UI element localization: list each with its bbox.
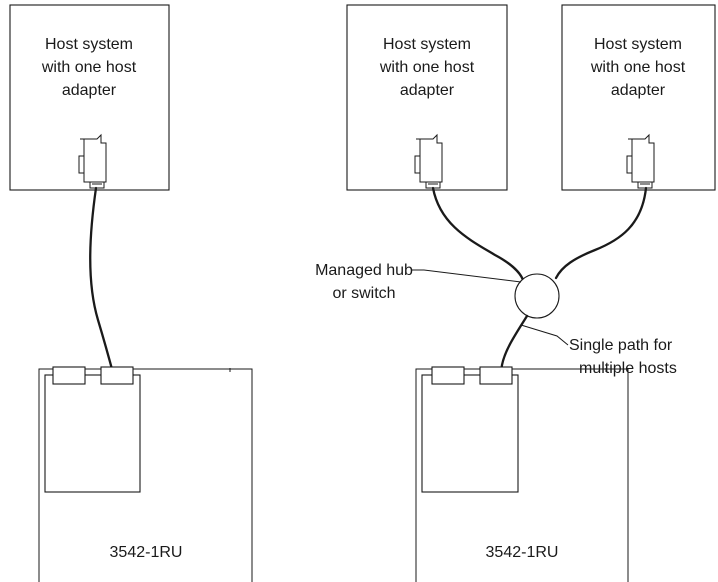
left-host-label-line-1: Host system: [45, 36, 133, 53]
right-host-2-box: [561, 4, 716, 191]
left-storage-port-2: [100, 366, 134, 385]
managed-hub-icon: [514, 273, 560, 319]
right-host-2-adapter-icon: [626, 133, 655, 189]
left-storage-outline: [38, 368, 253, 582]
right-storage-server: 3542-1RU: [415, 366, 629, 582]
right-storage-label: 3542-1RU: [486, 544, 559, 561]
right-host-2-label-line-1: Host system: [594, 36, 682, 53]
left-host-label-line-3: adapter: [62, 82, 117, 99]
left-host-adapter-icon: [78, 133, 107, 189]
managed-hub-leader-line: [411, 269, 522, 283]
left-controller-module: [44, 374, 141, 493]
right-host-1-label-line-3: adapter: [400, 82, 455, 99]
left-storage-label: 3542-1RU: [110, 544, 183, 561]
left-host-system: Host system with one host adapter: [9, 4, 170, 191]
right-controller-module: [421, 374, 519, 493]
right-host-1-cable: [431, 186, 525, 282]
right-host-2-label-line-3: adapter: [611, 82, 666, 99]
right-configuration: Host system with one host adapter Host s…: [315, 4, 716, 582]
single-path-leader-line: [520, 324, 569, 346]
right-storage-port-2: [479, 366, 513, 385]
right-storage-outline: [415, 368, 629, 582]
left-fibre-cable: [89, 186, 117, 382]
right-host-2-cable: [554, 186, 648, 280]
left-configuration: Host system with one host adapter 3542-1…: [9, 4, 253, 582]
managed-hub-label-line-2: or switch: [332, 285, 395, 302]
managed-hub-label-line-1: Managed hub: [315, 262, 413, 279]
right-storage-port-1: [431, 366, 465, 385]
right-host-2-label-line-2: with one host: [590, 59, 686, 76]
left-host-label-line-2: with one host: [41, 59, 137, 76]
right-host-1-label-line-2: with one host: [379, 59, 475, 76]
right-host-system-2: Host system with one host adapter: [561, 4, 716, 191]
right-host-system-1: Host system with one host adapter: [346, 4, 508, 191]
right-host-1-label-line-1: Host system: [383, 36, 471, 53]
single-path-cable: [498, 314, 529, 382]
left-storage-port-1: [52, 366, 86, 385]
single-path-label-line-1: Single path for: [569, 337, 673, 354]
left-storage-server: 3542-1RU: [38, 366, 253, 582]
managed-hub: Managed hub or switch: [315, 262, 560, 319]
right-host-1-box: [346, 4, 508, 191]
left-host-box: [9, 4, 170, 191]
